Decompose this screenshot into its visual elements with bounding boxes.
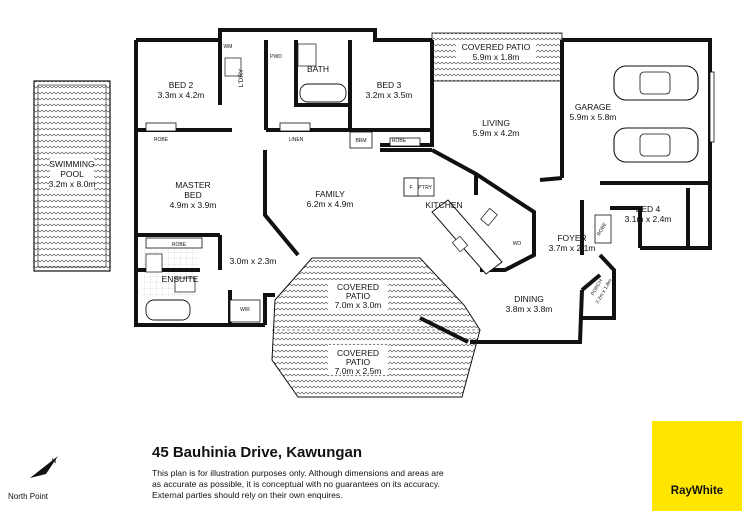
north-letter: N <box>52 458 57 465</box>
covered-patio-1-label-2: PATIO <box>346 291 371 301</box>
linen-label: LINEN <box>289 137 304 143</box>
north-point-label: North Point <box>8 492 49 501</box>
garage-dimension: 5.9m x 5.8m <box>570 112 617 122</box>
dining-dimension: 3.8m x 3.8m <box>506 304 553 314</box>
covered-patio-top-dimension: 5.9m x 1.8m <box>473 52 520 62</box>
robe-bed2-label: ROBE <box>154 137 169 143</box>
pool-dimension: 3.2m x 8.0m <box>49 179 96 189</box>
kitchen-island <box>431 199 503 275</box>
north-arrow-icon: N <box>30 456 58 478</box>
wo-label: WO <box>513 241 522 247</box>
family-label: FAMILY <box>315 189 345 199</box>
swimming-pool: SWIMMING POOL 3.2m x 8.0m <box>33 80 111 272</box>
bed2-dimension: 3.3m x 4.2m <box>158 90 205 100</box>
living-dimension: 5.9m x 4.2m <box>473 128 520 138</box>
foyer-label: FOYER <box>557 233 586 243</box>
fridge-label: F <box>409 185 412 191</box>
bath-label: BATH <box>307 64 329 74</box>
laundry-label: L'DRY <box>238 68 245 87</box>
garage-label: GARAGE <box>575 102 612 112</box>
bed2-label: BED 2 <box>169 80 194 90</box>
ensuite-label: ENSUITE <box>162 274 199 284</box>
pool-label-1: SWIMMING <box>49 159 94 169</box>
family-dimension: 6.2m x 4.9m <box>307 199 354 209</box>
bed4-dimension: 3.1m x 2.4m <box>625 214 672 224</box>
windows <box>145 71 715 323</box>
room-3x2-dimension: 3.0m x 2.3m <box>230 256 277 266</box>
wm-label: WM <box>224 44 233 50</box>
living-label: LIVING <box>482 118 510 128</box>
pantry-label: P'TRY <box>418 185 433 191</box>
master-dimension: 4.9m x 3.9m <box>170 200 217 210</box>
bed4-label: BED 4 <box>636 204 661 214</box>
disclaimer-line-3: External parties should rely on their ow… <box>152 490 343 500</box>
master-label-1: MASTER <box>175 180 210 190</box>
bed3-label: BED 3 <box>377 80 402 90</box>
robe-ensuite-label: ROBE <box>172 242 187 248</box>
dining-label: DINING <box>514 294 544 304</box>
bath-fixtures <box>145 43 347 321</box>
master-label-2: BED <box>184 190 201 200</box>
pool-label-2: POOL <box>60 169 84 179</box>
covered-patio-top-label: COVERED PATIO <box>462 42 531 52</box>
robe-bed3-label: ROBE <box>392 138 407 144</box>
car-icon <box>613 127 699 163</box>
brand-name: RayWhite <box>670 485 724 497</box>
disclaimer-line-1: This plan is for illustration purposes o… <box>152 468 444 478</box>
garage-cars <box>613 65 699 163</box>
covered-patio-2-label-2: PATIO <box>346 357 371 367</box>
covered-patio-top <box>431 32 563 82</box>
pwd-label: PWD <box>270 54 282 60</box>
bed3-dimension: 3.2m x 3.5m <box>366 90 413 100</box>
raywhite-logo: RayWhite <box>652 421 742 511</box>
wir-label: WIR <box>240 307 250 313</box>
covered-patio-2-dimension: 7.0m x 2.5m <box>335 366 382 376</box>
brm-label: BRM <box>355 138 366 144</box>
room-labels: BED 2 3.3m x 4.2m WM L'DRY PWD BATH BED … <box>154 42 671 376</box>
property-address: 45 Bauhinia Drive, Kawungan <box>152 444 363 461</box>
covered-patio-1-label-1: COVERED <box>337 282 379 292</box>
covered-patio-bottom <box>271 257 481 398</box>
car-icon <box>613 65 699 101</box>
kitchen-label: KITCHEN <box>425 200 462 210</box>
covered-patio-2-label-1: COVERED <box>337 348 379 358</box>
covered-patio-1-dimension: 7.0m x 3.0m <box>335 300 382 310</box>
disclaimer-line-2: as accurate as possible, it is conceptua… <box>152 479 440 489</box>
foyer-dimension: 3.7m x 2.1m <box>549 243 596 253</box>
